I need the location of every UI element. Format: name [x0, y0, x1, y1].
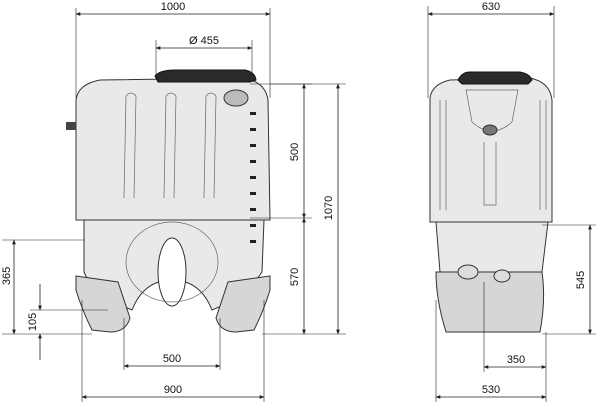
side-center-rib [483, 142, 497, 206]
side-base [435, 271, 545, 333]
opening-rim [125, 221, 219, 303]
front-foot-left [75, 275, 131, 333]
tank-opening [157, 237, 187, 307]
dim-label-side-width-bottom: 530 [482, 384, 500, 396]
dim-label-front-foot-height: 105 [27, 313, 39, 331]
dim-label-side-lower-height: 545 [575, 271, 587, 289]
dim-label-front-lower-height: 570 [289, 268, 301, 286]
rib-1 [123, 92, 137, 199]
side-handle-left [66, 122, 76, 130]
filler-cap [223, 89, 249, 107]
front-dimensions: 1000 Ø 455 500 1070 570 365 105 500 [1, 1, 346, 402]
side-outlet-left [457, 264, 479, 280]
rib-3 [203, 92, 217, 199]
dim-label-front-width-bottom: 900 [164, 384, 182, 396]
side-tank-upper [429, 77, 553, 223]
dim-label-side-width-top: 630 [482, 1, 500, 13]
side-tank-lower [435, 221, 549, 273]
side-outlet-right [493, 269, 511, 283]
front-view [66, 69, 271, 333]
side-left-ribs [439, 100, 547, 210]
dim-label-front-leg-spacing: 500 [163, 353, 181, 365]
dim-label-side-step-width: 350 [507, 354, 525, 366]
dim-label-opening-diameter: Ø 455 [189, 35, 219, 47]
level-markers [250, 112, 256, 243]
side-lid [457, 71, 533, 85]
dim-label-front-width-top: 1000 [161, 1, 185, 13]
side-dimensions: 630 545 350 530 [427, 1, 596, 402]
dim-label-front-upper-height: 500 [289, 143, 301, 161]
front-foot-right [215, 275, 271, 333]
side-view [429, 71, 553, 333]
rib-2 [163, 92, 177, 199]
dim-label-front-left-height: 365 [1, 267, 13, 285]
dim-label-front-total-height: 1070 [323, 196, 335, 220]
front-lid [154, 69, 257, 83]
side-cap [482, 124, 498, 136]
